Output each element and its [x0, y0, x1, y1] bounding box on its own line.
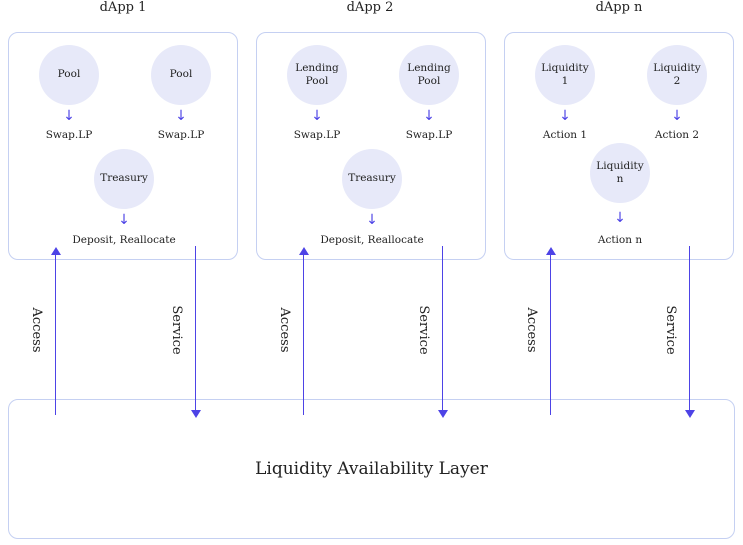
service-arrow — [442, 246, 443, 411]
dapp-1-panel: Pool ↓ Swap.LP Pool ↓ Swap.LP Treasury ↓… — [8, 32, 238, 260]
service-arrow — [195, 246, 196, 411]
treasury-circle: Treasury — [342, 149, 402, 209]
action-label: Swap.LP — [45, 129, 93, 141]
dapp-n-panel: Liquidity 1 ↓ Action 1 Liquidity 2 ↓ Act… — [504, 32, 734, 260]
down-arrow-icon: ↓ — [423, 108, 435, 124]
action-label: Swap.LP — [157, 129, 205, 141]
access-arrow — [303, 252, 304, 415]
down-arrow-icon: ↓ — [175, 108, 187, 124]
access-arrowhead-icon — [546, 247, 556, 255]
down-arrow-icon: ↓ — [614, 210, 626, 226]
lending-pool-circle: Lending Pool — [287, 45, 347, 105]
pool-circle: Pool — [151, 45, 211, 105]
service-label: Service — [663, 305, 678, 355]
down-arrow-icon: ↓ — [559, 108, 571, 124]
down-arrow-icon: ↓ — [671, 108, 683, 124]
action-label: Deposit, Reallocate — [72, 234, 176, 246]
lending-pool-circle: Lending Pool — [399, 45, 459, 105]
liquidity-availability-layer: Liquidity Availability Layer — [8, 399, 735, 539]
dapp-2-panel: Lending Pool ↓ Swap.LP Lending Pool ↓ Sw… — [256, 32, 486, 260]
service-arrowhead-icon — [438, 410, 448, 418]
dapp-1-title: dApp 1 — [99, 0, 147, 15]
liquidity-circle: Liquidity 1 — [535, 45, 595, 105]
treasury-circle: Treasury — [94, 149, 154, 209]
liquidity-circle: Liquidity n — [590, 143, 650, 203]
service-arrowhead-icon — [685, 410, 695, 418]
down-arrow-icon: ↓ — [366, 212, 378, 228]
access-label: Access — [29, 307, 44, 353]
down-arrow-icon: ↓ — [63, 108, 75, 124]
access-label: Access — [277, 307, 292, 353]
service-arrowhead-icon — [191, 410, 201, 418]
service-arrow — [689, 246, 690, 411]
action-label: Action 2 — [654, 129, 700, 141]
action-label: Swap.LP — [293, 129, 341, 141]
access-label: Access — [524, 307, 539, 353]
action-label: Deposit, Reallocate — [320, 234, 424, 246]
service-label: Service — [416, 305, 431, 355]
access-arrowhead-icon — [51, 247, 61, 255]
action-label: Swap.LP — [405, 129, 453, 141]
layer-label: Liquidity Availability Layer — [255, 459, 488, 479]
service-label: Service — [169, 305, 184, 355]
access-arrow — [55, 252, 56, 415]
access-arrow — [550, 252, 551, 415]
action-label: Action n — [597, 234, 643, 246]
dapp-n-title: dApp n — [595, 0, 643, 15]
dapp-2-title: dApp 2 — [346, 0, 394, 15]
access-arrowhead-icon — [299, 247, 309, 255]
action-label: Action 1 — [542, 129, 588, 141]
down-arrow-icon: ↓ — [118, 212, 130, 228]
down-arrow-icon: ↓ — [311, 108, 323, 124]
liquidity-circle: Liquidity 2 — [647, 45, 707, 105]
pool-circle: Pool — [39, 45, 99, 105]
